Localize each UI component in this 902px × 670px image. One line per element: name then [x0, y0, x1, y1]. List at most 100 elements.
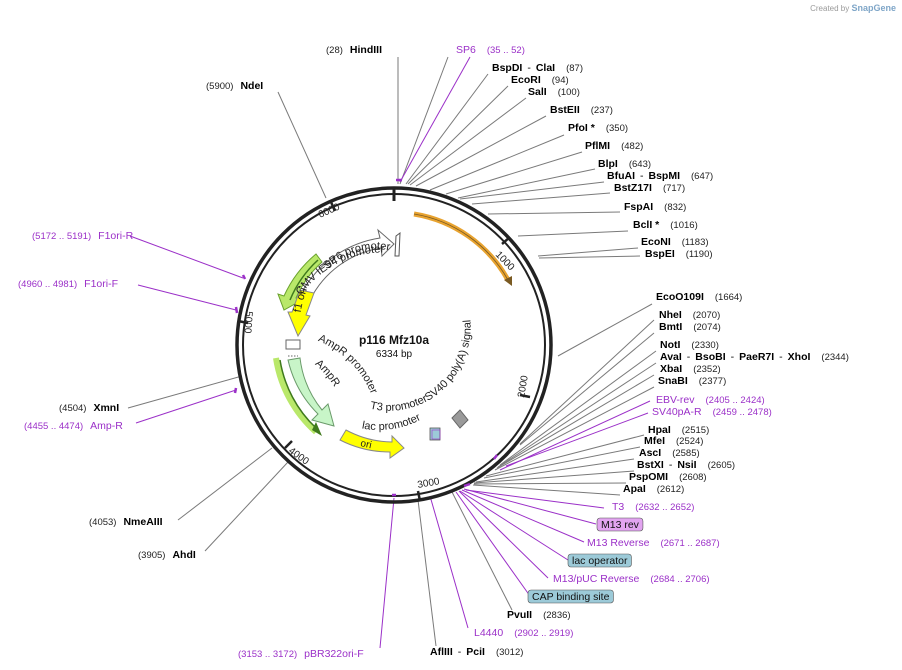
site-pos-hindiii: (28): [326, 45, 343, 56]
site-pos-sp6: (35 .. 52): [487, 45, 525, 56]
site-name-apai: ApaI: [623, 483, 646, 495]
ori-arrow: [339, 429, 405, 459]
site-name-pbr322: pBR322ori-F: [304, 648, 364, 660]
t3-promoter-text: T3 promoter: [369, 393, 429, 414]
site-label-cap: CAP binding site: [532, 591, 610, 603]
site-pos-bmti: (2074): [693, 322, 720, 333]
site-sep-bspdi: -: [527, 62, 531, 74]
site-pos-ecori: (94): [552, 75, 569, 86]
cmv-ie94-promoter-arrow: [297, 228, 395, 301]
site-pos-mfei: (2524): [676, 436, 703, 447]
site-pos-ahdi: (3905): [138, 550, 165, 561]
site-name-m13puc: M13/pUC Reverse: [553, 573, 640, 585]
site-pos-noti: (2330): [691, 340, 718, 351]
site-name-xmni: XmnI: [93, 402, 119, 414]
site-name-hindiii: HindIII: [350, 44, 382, 56]
site-pos-xmni: (4504): [59, 403, 86, 414]
orange-feature-arrowhead: [504, 276, 512, 286]
t3-promoter-label: T3 promoter: [369, 393, 429, 414]
site-name-bstxi: BstXI: [637, 459, 664, 471]
snapgene-logo: SnapGene: [851, 3, 896, 13]
site-name-pflmi: PflMI: [585, 140, 610, 152]
site-name-nmeaiii: NmeAIII: [123, 516, 162, 528]
ampr-outer-arrowhead: [312, 422, 322, 436]
site-name-t3: T3: [612, 501, 624, 513]
site-name-f1orir: F1ori-R: [98, 230, 133, 242]
site-pos-hpai: (2515): [682, 425, 709, 436]
site-sep-avai: -: [687, 351, 691, 363]
site-name-pvuii: PvuII: [507, 609, 532, 621]
site-name-pspomi: PspOMI: [629, 471, 668, 483]
ampr-outer-bar: [273, 357, 319, 435]
tick-label-5000: 5000: [241, 311, 254, 334]
site-name-bmti: BmtI: [659, 321, 682, 333]
site-name-f1orif: F1ori-F: [84, 278, 118, 290]
ampr-promoter-box: [285, 339, 301, 350]
site-pos-sali: (100): [558, 87, 580, 98]
site-pos-bcli: (1016): [670, 220, 697, 231]
site-name-bfuai: BfuAI: [607, 170, 635, 182]
site-pos-m13puc: (2684 .. 2706): [650, 574, 709, 585]
site-name-pfoi: PfoI *: [568, 122, 596, 134]
credit-prefix: Created by: [810, 4, 850, 13]
site-pos-blpi: (643): [629, 159, 651, 170]
site-name-ndei: NdeI: [240, 80, 263, 92]
site-label-lacop: lac operator: [572, 555, 628, 567]
site-name-afliii-1: PciI: [466, 646, 485, 658]
site-pos-eco0109i: (1664): [715, 292, 742, 303]
ampr-outer-line: [279, 359, 317, 429]
backbone-outer: [235, 186, 553, 504]
site-sep-avai: -: [779, 351, 783, 363]
site-sep-afliii: -: [458, 646, 462, 658]
site-name-ahdi: AhdI: [172, 549, 195, 561]
ampr-text: AmpR: [313, 357, 342, 389]
primer-marks: [233, 178, 498, 497]
site-sep-bfuai: -: [640, 170, 644, 182]
site-name-avai-3: XhoI: [788, 351, 811, 363]
site-pos-nmeaiii: (4053): [89, 517, 116, 528]
tick-label-3000: 3000: [417, 476, 441, 491]
site-label-box-cap: [527, 589, 614, 604]
site-pos-ampr: (4455 .. 4474): [24, 421, 83, 432]
site-pos-f1orif: (4960 .. 4981): [18, 279, 77, 290]
site-name-avai: AvaI: [660, 351, 682, 363]
site-name-hpai: HpaI: [648, 424, 671, 436]
site-pos-ebvrev: (2405 .. 2424): [706, 395, 765, 406]
tick-label-2000: 2000: [516, 374, 531, 398]
site-pos-t3: (2632 .. 2652): [635, 502, 694, 513]
site-name-bspdi: BspDI: [492, 62, 522, 74]
lac-promoter-text: lac promoter: [361, 411, 423, 433]
site-pos-apai: (2612): [657, 484, 684, 495]
site-name-blpi: BlpI: [598, 158, 618, 170]
site-name-eco0109i: EcoO109I: [656, 291, 704, 303]
site-label-box-lacop: [567, 553, 632, 568]
site-pos-pvuii: (2836): [543, 610, 570, 621]
site-sep-avai: -: [731, 351, 735, 363]
sv40-polya-mark: [451, 409, 469, 429]
site-pos-m13reverse: (2671 .. 2687): [660, 538, 719, 549]
site-pos-bstxi: (2605): [708, 460, 735, 471]
site-name-ecori: EcoRI: [511, 74, 541, 86]
primer-leader-lines: [129, 56, 651, 649]
site-pos-nhei: (2070): [693, 310, 720, 321]
site-pos-bsteii: (237): [591, 105, 613, 116]
site-name-bstxi-1: NsiI: [677, 459, 696, 471]
site-pos-xbai: (2352): [693, 364, 720, 375]
site-name-fspai: FspAI: [624, 201, 653, 213]
m13-rev-mark: [431, 429, 441, 440]
site-pos-bspei: (1190): [686, 249, 713, 260]
site-name-sp6: SP6: [456, 44, 476, 56]
sp6-promoter-arrow: [394, 231, 401, 257]
site-name-nhei: NheI: [659, 309, 682, 321]
site-name-m13reverse: M13 Reverse: [587, 537, 650, 549]
site-name-sali: SalI: [528, 86, 547, 98]
orange-feature-outline: [413, 213, 509, 281]
site-pos-avai: (2344): [821, 352, 848, 363]
site-pos-ndei: (5900): [206, 81, 233, 92]
sv40-polya-text: SV40 poly(A) signal: [423, 319, 474, 403]
site-pos-pbr322: (3153 .. 3172): [238, 649, 297, 660]
site-pos-f1orir: (5172 .. 5191): [32, 231, 91, 242]
ampr-label: AmpR: [313, 357, 342, 389]
